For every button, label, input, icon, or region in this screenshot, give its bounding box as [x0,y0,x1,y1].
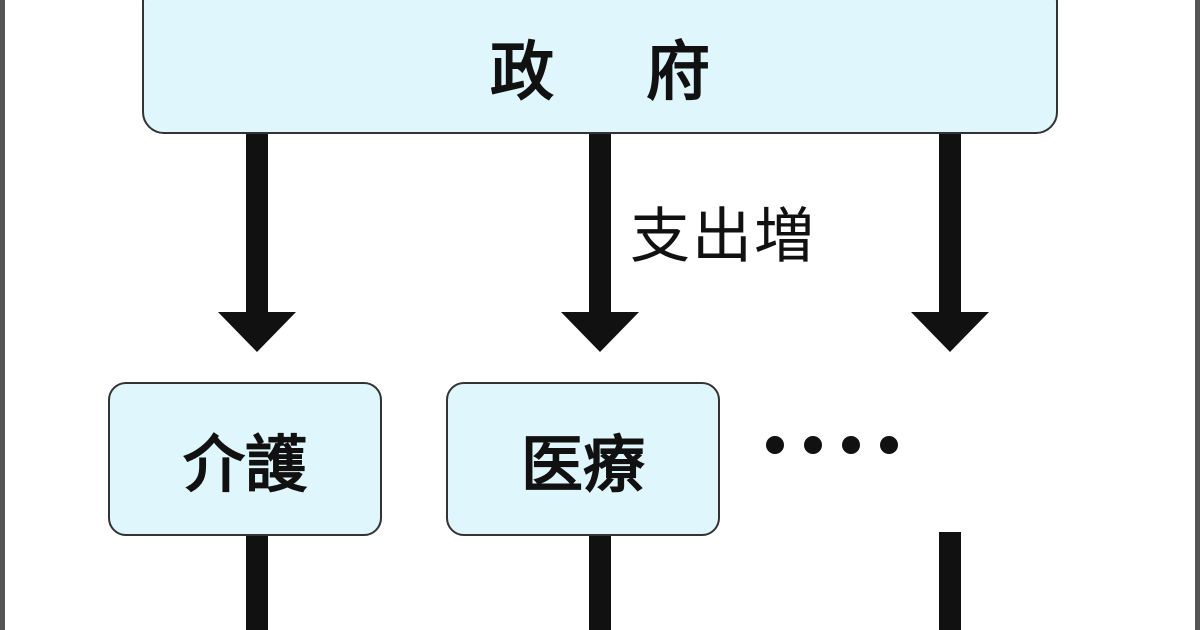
line-below-care [246,536,268,630]
frame-right-border [1195,0,1200,630]
more-items-indicator [766,436,898,454]
line-below-medical [589,536,611,630]
nursing-care-box: 介護 [108,382,382,536]
dot [804,436,822,454]
arrow-to-others [911,134,989,352]
arrow-to-medical [561,134,639,352]
nursing-care-label: 介護 [182,428,307,501]
medical-label: 医療 [520,428,645,501]
spending-increase-label: 支出増 [630,202,816,272]
government-box: 政府 [142,0,1058,134]
dot [880,436,898,454]
arrow-to-care [218,134,296,352]
dot [842,436,860,454]
government-label-part2: 府 [646,36,710,110]
government-label-part1: 政 [490,36,554,110]
frame-left-border [0,0,5,630]
dot [766,436,784,454]
medical-box: 医療 [446,382,720,536]
line-below-others [939,532,961,630]
